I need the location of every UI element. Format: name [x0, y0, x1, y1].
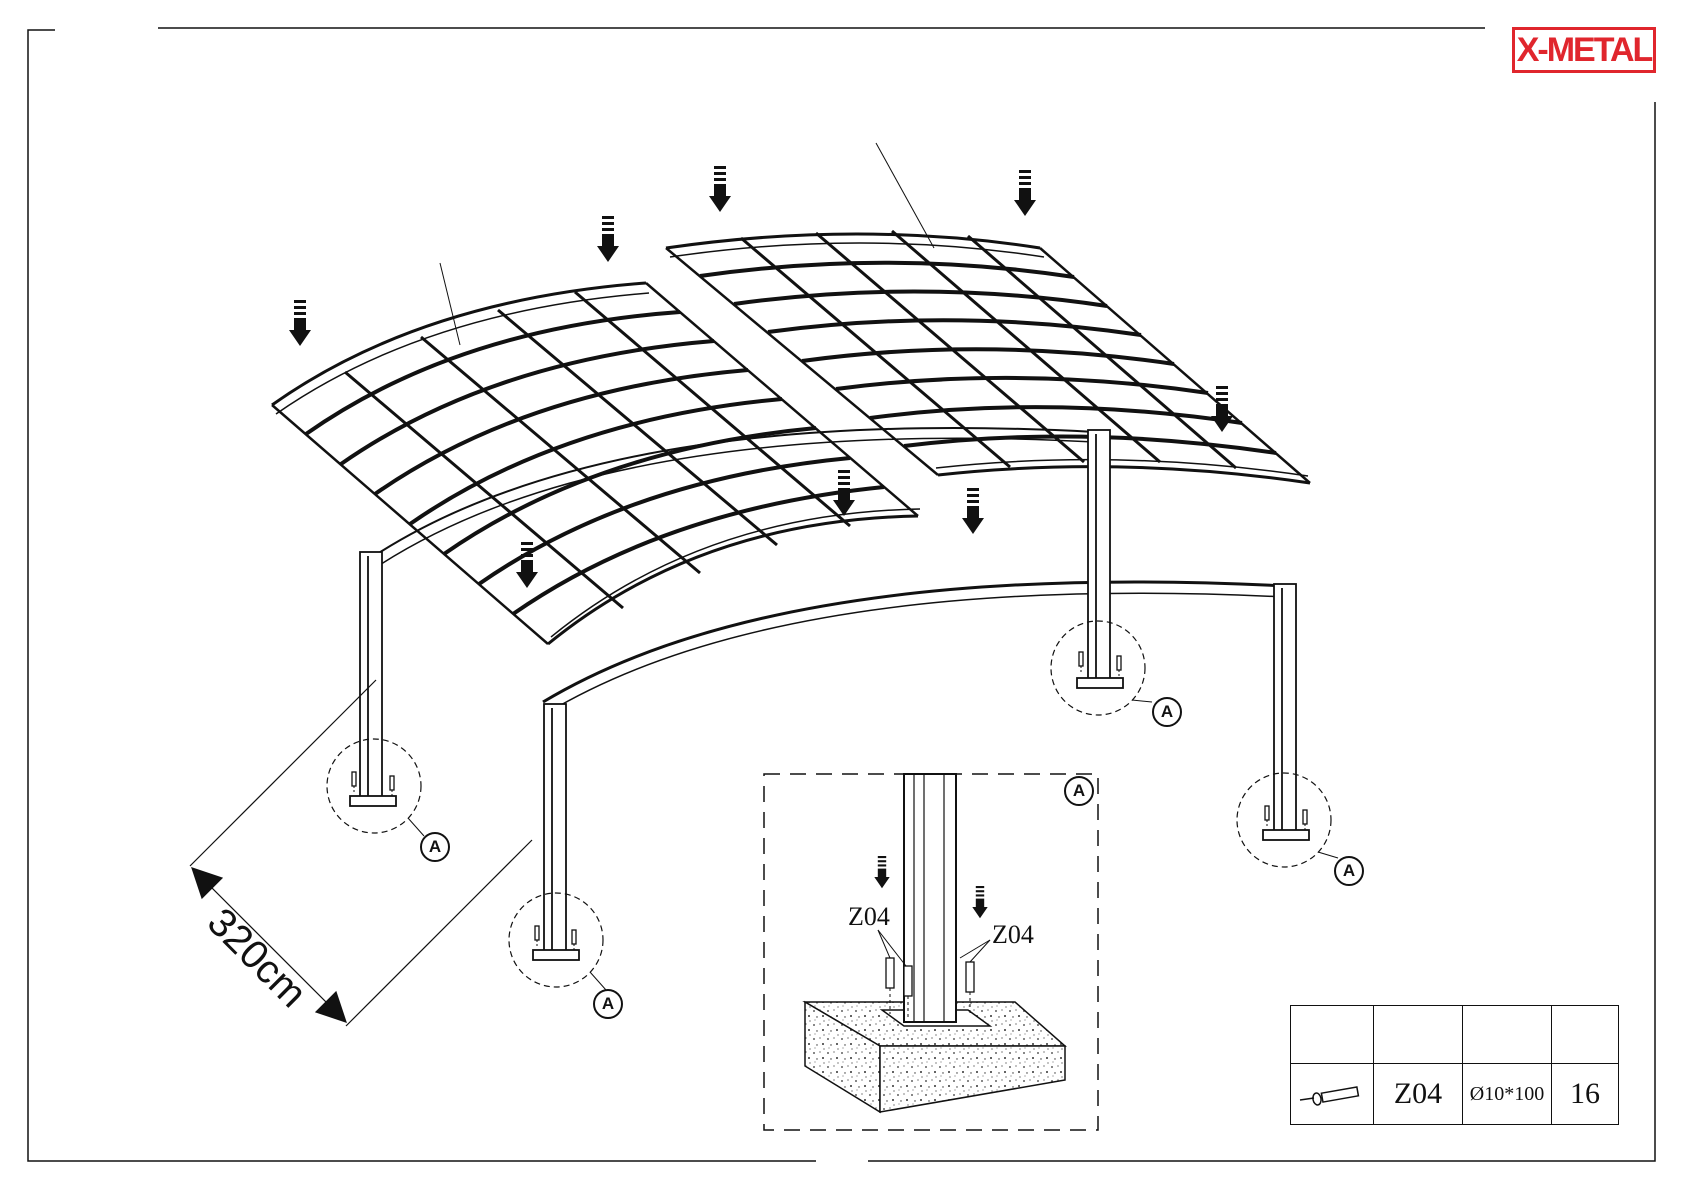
detail-circles — [327, 621, 1331, 987]
part-quantity: 16 — [1552, 1064, 1619, 1125]
detail-callout-a: A — [1064, 776, 1094, 806]
parts-table: Z04 Ø10*100 16 — [1290, 1005, 1619, 1125]
header-cell — [1463, 1006, 1552, 1064]
table-row: Z04 Ø10*100 16 — [1291, 1064, 1619, 1125]
parts-table-header — [1291, 1006, 1619, 1064]
right-roof-panel — [666, 143, 1310, 483]
brand-logo: X-METAL — [1512, 27, 1656, 73]
part-size: Ø10*100 — [1463, 1064, 1552, 1125]
detail-label-left: Z04 — [848, 902, 890, 932]
header-cell — [1552, 1006, 1619, 1064]
part-icon-cell — [1291, 1064, 1374, 1125]
header-cell — [1374, 1006, 1463, 1064]
callout-a-front-center: A — [593, 989, 623, 1019]
detail-a-box — [764, 774, 1098, 1130]
header-cell — [1291, 1006, 1374, 1064]
callout-a-front-right: A — [1334, 856, 1364, 886]
logo-text: X-METAL — [1517, 33, 1652, 67]
detail-label-right: Z04 — [992, 920, 1034, 950]
callout-a-front-left: A — [420, 832, 450, 862]
part-code: Z04 — [1374, 1064, 1463, 1125]
callout-a-back-right: A — [1152, 697, 1182, 727]
